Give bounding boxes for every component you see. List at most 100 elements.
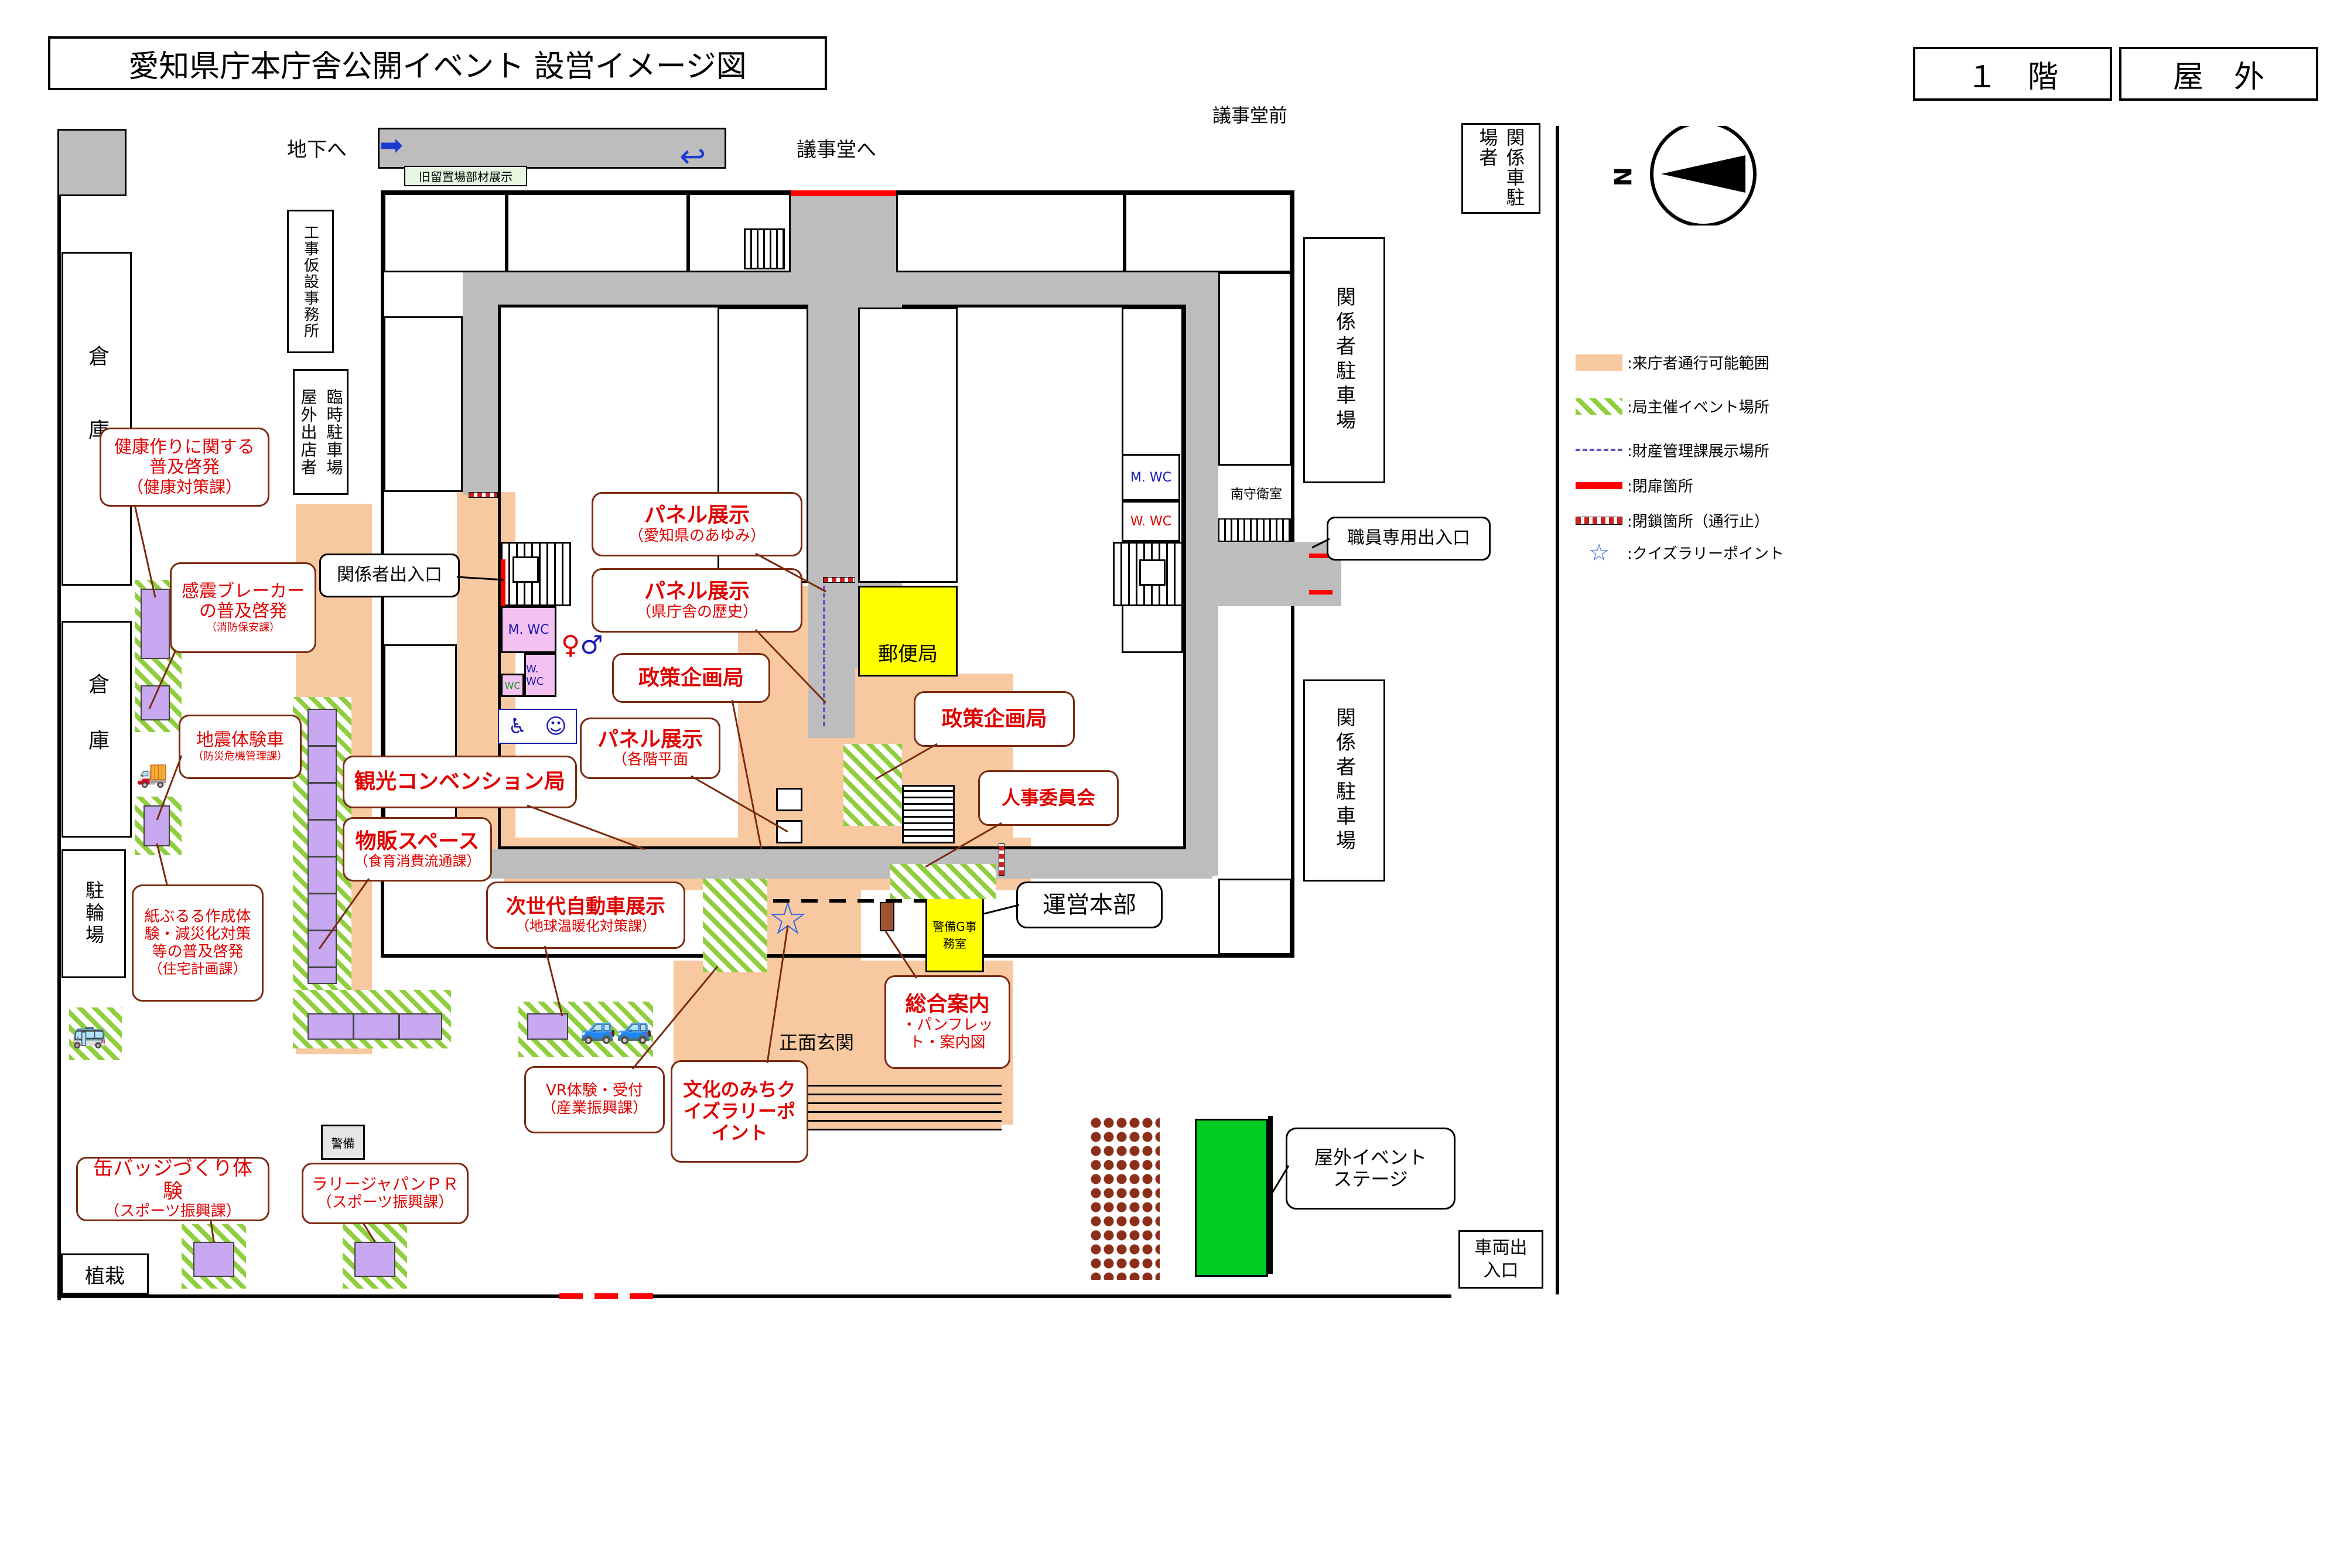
callout-tourism: 観光コンベンション局 xyxy=(343,756,577,808)
u-turn-icon: ↩ xyxy=(679,138,706,175)
basement-label: 地下へ xyxy=(287,134,347,162)
legend-walkway-label: :来庁者通行可能範囲 xyxy=(1627,355,1769,373)
staff-exit-passage xyxy=(1218,542,1341,606)
staff-entrance-box: 関係者出入口 xyxy=(319,554,460,597)
callout-policy-2: 政策企画局 xyxy=(914,691,1075,747)
callout-can-badge-sub: （スポーツ振興課） xyxy=(104,1203,241,1221)
callout-next-car-main: 次世代自動車展示 xyxy=(506,895,665,919)
entrance-label: 正面玄関 xyxy=(779,1028,854,1055)
dashed-door-line xyxy=(773,899,925,903)
callout-breaker-sub: （消防保安課） xyxy=(206,621,280,634)
legend-property-label: :財産管理課展示場所 xyxy=(1627,443,1769,460)
legend-closed-door-label: :閉扉箇所 xyxy=(1627,478,1693,496)
bike-parking: 駐輪場 xyxy=(62,849,126,978)
closed-door-north xyxy=(791,190,896,196)
warehouse-2: 倉庫 xyxy=(62,621,132,838)
quiz-rally-star-icon: ☆ xyxy=(767,893,808,945)
parking-staff-top-label: 関係車駐場者 xyxy=(1476,127,1526,207)
callout-panel-ayumi-main: パネル展示 xyxy=(644,503,750,528)
legend-item-closure: :閉鎖箇所（通行止） xyxy=(1576,510,1769,531)
callout-info-sub: ・パンフレット・案内図 xyxy=(901,1016,993,1051)
stairs-center xyxy=(902,785,955,843)
office-top-5 xyxy=(1125,193,1292,272)
callout-health-main: 健康作りに関する普及啓発 xyxy=(114,436,255,478)
office-center-2 xyxy=(858,308,958,583)
callout-health: 健康作りに関する普及啓発 （健康対策課） xyxy=(100,428,269,507)
vendor-label: 屋外出店者 xyxy=(298,388,318,476)
office-top-2 xyxy=(507,193,688,272)
bus-icon: 🚌 xyxy=(71,1017,107,1050)
legend-event-label: :局主催イベント場所 xyxy=(1627,399,1769,416)
south-guard-label: 南守衛室 xyxy=(1230,487,1282,502)
wc-left: WC xyxy=(501,674,524,697)
old-materials-text: 旧留置場部材展示 xyxy=(419,170,512,184)
staff-parking-2: 関係者駐車場 xyxy=(1303,679,1385,882)
guard-g-office-label: 警備G事務室 xyxy=(932,920,977,951)
guard-g-office: 警備G事務室 xyxy=(925,896,984,972)
seating-area xyxy=(1089,1116,1160,1280)
callout-personnel: 人事委員会 xyxy=(978,770,1119,826)
callout-shop-sub: （食育消費流通課） xyxy=(354,852,481,869)
callout-breaker: 感震ブレーカーの普及啓発 （消防保安課） xyxy=(170,562,316,653)
road-closure-left xyxy=(469,492,498,498)
booth-row-west xyxy=(308,1013,442,1040)
planting-label: 植栽 xyxy=(85,1264,125,1288)
parking-staff-top: 関係車駐場者 xyxy=(1461,123,1540,214)
floor-badge-text: １ 階 xyxy=(1966,59,2058,95)
callout-can-badge: 缶バッジづくり体験 （スポーツ振興課） xyxy=(76,1157,269,1221)
to-assembly-label: 議事堂へ xyxy=(797,134,876,162)
event-zone-bus xyxy=(69,1007,122,1060)
callout-panel-history-sub: （県庁舎の歴史） xyxy=(636,603,758,621)
callout-health-sub: （健康対策課） xyxy=(127,477,242,497)
mwc-right: M. WC xyxy=(1122,454,1180,501)
booth-left-2 xyxy=(141,685,170,720)
ramp-arrow-icon: ➡ xyxy=(380,129,404,162)
callout-can-badge-main: 缶バッジづくり体験 xyxy=(93,1156,252,1204)
staff-exit-label: 職員専用出入口 xyxy=(1347,528,1470,549)
staff-exit-label-box: 職員専用出入口 xyxy=(1327,517,1491,561)
elevator-center-1 xyxy=(776,788,802,811)
staff-parking-1-label: 関係者駐車場 xyxy=(1332,286,1356,434)
page-title-text: 愛知県庁本庁舎公開イベント 設営イメージ図 xyxy=(128,49,747,84)
corridor-ring-right xyxy=(1183,272,1218,876)
planting-area: 植栽 xyxy=(61,1253,149,1294)
legend-item-walkway: :来庁者通行可能範囲 xyxy=(1576,351,1769,373)
main-entrance-label: 正面玄関 xyxy=(779,1031,855,1054)
car-icon: 🚙🚙 xyxy=(580,1011,653,1045)
vehicle-exit: 車両出入口 xyxy=(1458,1230,1543,1289)
legend-closure-label: :閉鎖箇所（通行止） xyxy=(1627,513,1769,531)
warehouse-2-label: 倉庫 xyxy=(85,673,109,785)
stairs-north xyxy=(744,228,785,269)
hq-callout: 運営本部 xyxy=(1016,882,1163,928)
south-guard: 南守衛室 xyxy=(1224,481,1289,505)
callout-quake-car-sub: （防災危機管理課） xyxy=(193,750,288,763)
entrance-steps xyxy=(779,1078,1002,1130)
elevator-right xyxy=(1139,559,1166,586)
callout-paper-sub: （住宅計画課） xyxy=(148,961,247,978)
callout-personnel-main: 人事委員会 xyxy=(1001,787,1095,809)
callout-rally: ラリージャパンＰＲ （スポーツ振興課） xyxy=(302,1163,469,1224)
corridor-north-entry xyxy=(791,190,896,272)
warehouse-1: 倉庫 xyxy=(62,252,132,586)
hq-label: 運営本部 xyxy=(1043,891,1136,918)
wwc-left-label: W. WC xyxy=(526,662,544,688)
post-office-label: 郵便局 xyxy=(878,643,938,666)
legend-item-property: :財産管理課展示場所 xyxy=(1576,439,1769,461)
callout-culture-main: 文化のみちクイズラリーポイント xyxy=(683,1078,796,1144)
closed-door-staff-exit xyxy=(1309,554,1332,595)
area-badge-text: 屋 外 xyxy=(2172,59,2264,95)
office-top-1 xyxy=(384,193,507,272)
callout-paper-main: 紙ぶるる作成体験・減災化対策等の普及啓発 xyxy=(144,908,251,961)
compass-icon: N xyxy=(1608,126,1757,226)
area-badge: 屋 外 xyxy=(2119,47,2318,101)
assembly-front-text: 議事堂前 xyxy=(1212,104,1288,127)
stage-back-wall xyxy=(1268,1116,1273,1274)
callout-panel-floor-sub: （各階平面 xyxy=(611,751,688,769)
event-zone-center-left xyxy=(703,879,767,972)
callout-policy-1-main: 政策企画局 xyxy=(638,665,744,690)
callout-policy-2-main: 政策企画局 xyxy=(941,706,1047,731)
callout-panel-history: パネル展示 （県庁舎の歴史） xyxy=(592,568,802,633)
corridor-ring-top xyxy=(463,272,1212,308)
event-zone-center-right xyxy=(843,744,902,826)
